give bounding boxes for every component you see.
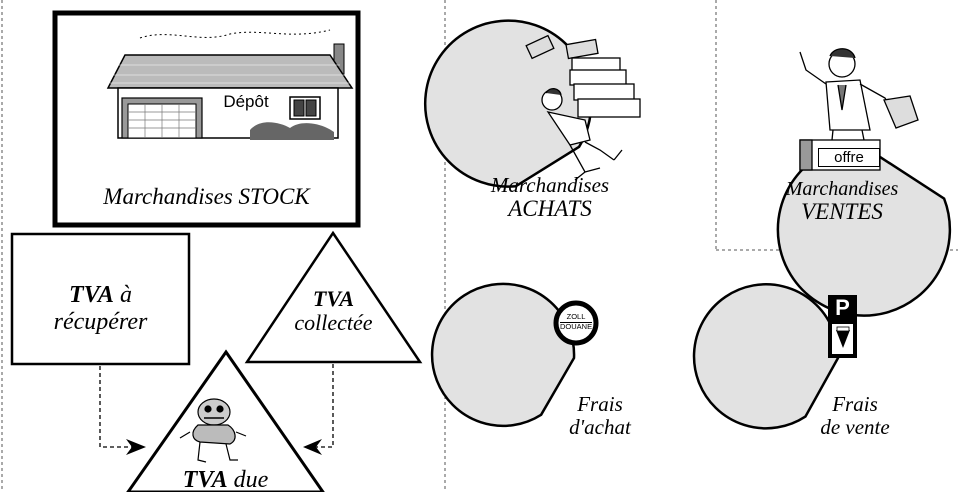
- parking-sign-icon: [828, 295, 857, 358]
- monster-illustration: [179, 398, 247, 463]
- tva-due-triangle: [126, 349, 325, 492]
- arrow-recuperer-to-due: [99, 366, 146, 455]
- tva-collectee-label: TVA collectée: [294, 286, 373, 335]
- offre-crate-label: offre: [818, 148, 880, 167]
- person-with-boxes-illustration: [525, 34, 641, 181]
- depot-sign-label: Dépôt: [223, 92, 269, 111]
- house-illustration: [106, 29, 354, 140]
- achats-label: Marchandises ACHATS: [490, 173, 610, 221]
- customs-sign-icon: [553, 300, 599, 346]
- tva-due-label: TVA due: [182, 467, 269, 493]
- parking-sign-label: P: [835, 295, 850, 320]
- tva-collectee-triangle: [244, 230, 423, 364]
- stock-label: Marchandises STOCK: [103, 184, 310, 209]
- frais-achat-label: Frais d'achat: [569, 392, 631, 439]
- frais-vente-label: Frais de vente: [820, 392, 890, 439]
- customs-sign-label: ZOLL DOUANE: [560, 312, 593, 331]
- pie-frais-vente: [692, 283, 840, 430]
- tva-recuperer-label: TVA à récupérer: [53, 282, 148, 335]
- pie-frais-achat: [430, 282, 576, 428]
- pie-ventes: [776, 142, 952, 317]
- arrow-collectee-to-due: [303, 364, 334, 455]
- ventes-label: Marchandises VENTES: [785, 178, 899, 224]
- tva-recuperer-box: [10, 232, 191, 366]
